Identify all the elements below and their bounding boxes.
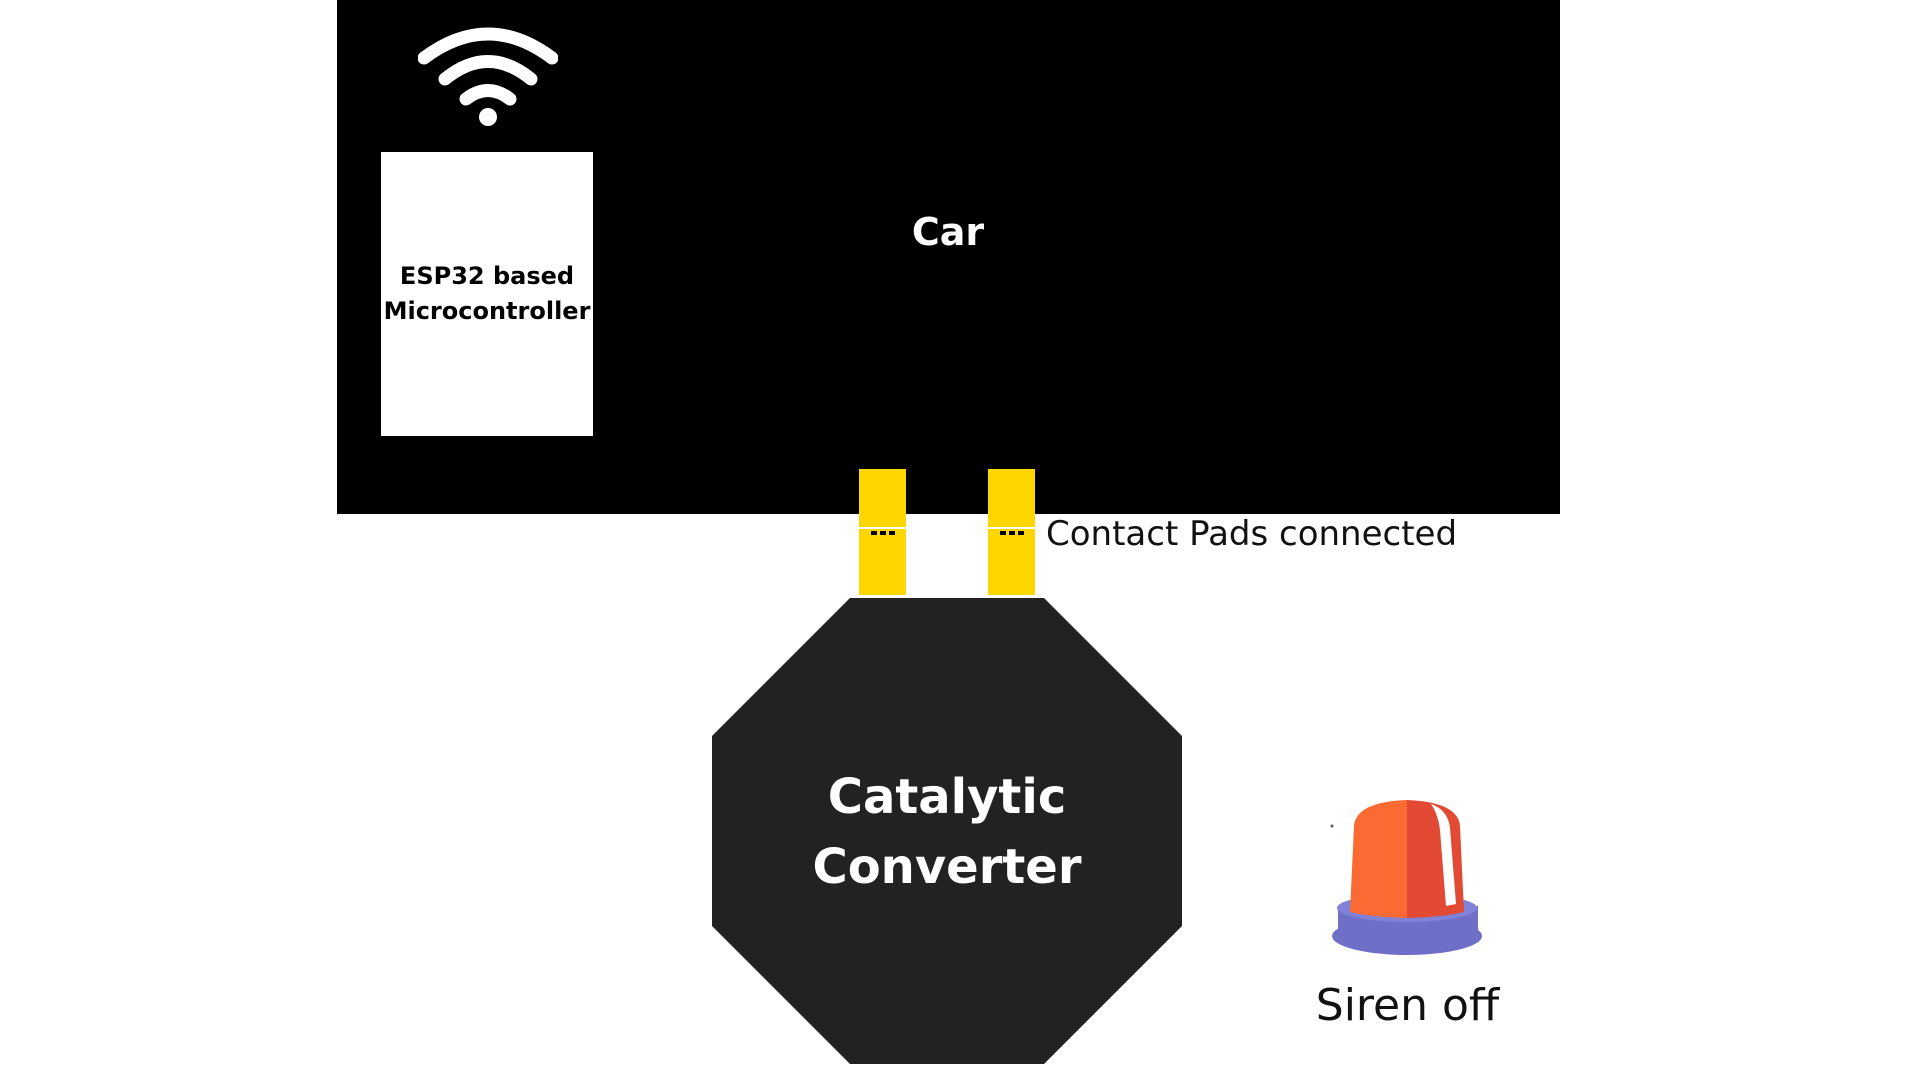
contact-pads-label: Contact Pads connected — [1046, 514, 1458, 554]
pad-gap — [988, 527, 1035, 529]
car-label: Car — [911, 210, 985, 254]
catalytic-converter — [712, 598, 1182, 1064]
pad-connection-dots — [1000, 531, 1024, 535]
siren-icon — [1330, 800, 1482, 955]
wifi-icon — [418, 27, 558, 126]
siren-label: Siren off — [1315, 980, 1500, 1031]
pad-connection-dots — [871, 531, 895, 535]
contact-pad-left — [859, 469, 906, 595]
microcontroller-box: ESP32 based Microcontroller — [381, 152, 593, 436]
contact-pad-right — [988, 469, 1035, 595]
converter-label: Catalytic Converter — [812, 769, 1082, 895]
pad-gap — [859, 527, 906, 529]
microcontroller-label: ESP32 based Microcontroller — [383, 262, 591, 325]
